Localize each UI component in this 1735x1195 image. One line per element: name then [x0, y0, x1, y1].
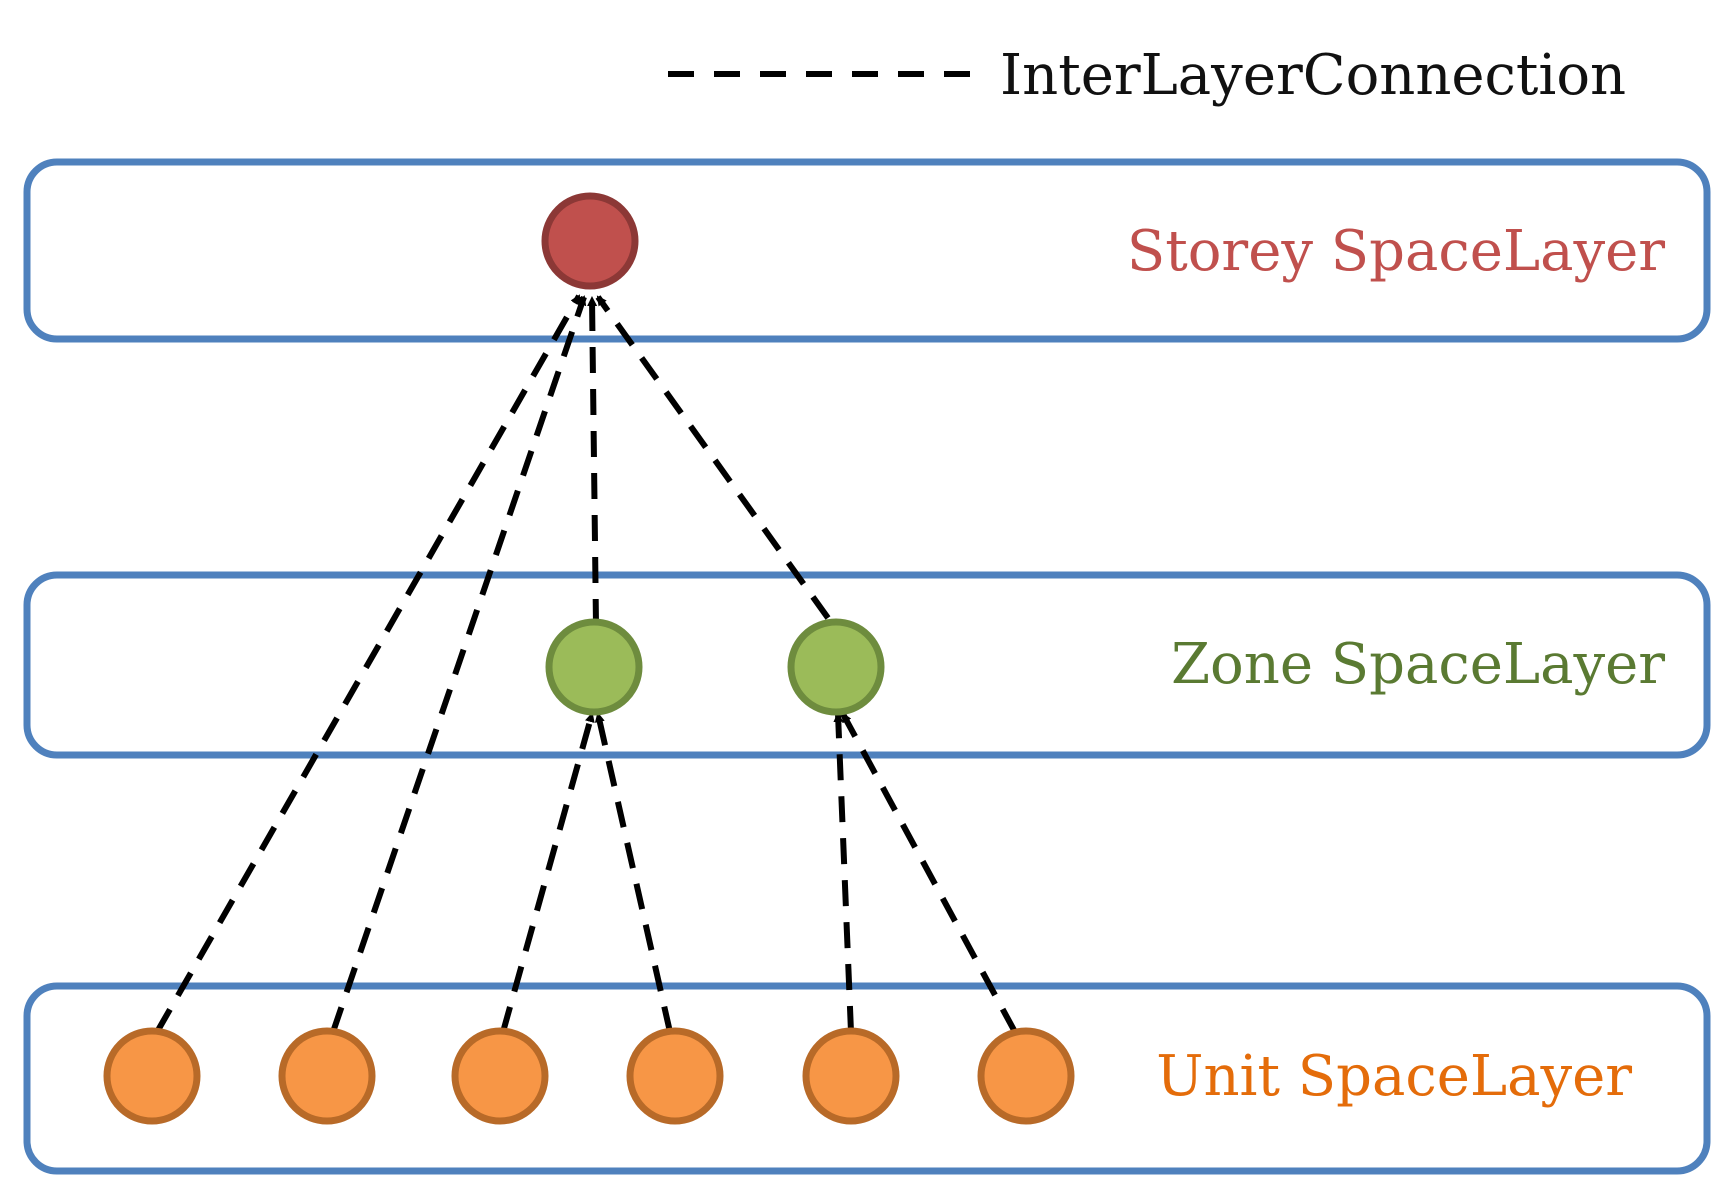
unit-node-5: [802, 1027, 900, 1125]
unit-node-6: [977, 1027, 1075, 1125]
storey-layer-frame: [23, 158, 1711, 343]
unit-layer-frame: [23, 982, 1711, 1175]
unit-node-1: [103, 1027, 201, 1125]
connection-zone1-storey: [587, 296, 599, 626]
unit-node-3: [451, 1027, 549, 1125]
interlayer-connections: [154, 294, 1018, 1034]
connection-unit1-storey: [154, 294, 582, 1034]
connection-unit5-zone2: [833, 712, 854, 1033]
zone-layer-label: Zone SpaceLayer: [1171, 632, 1665, 697]
zone-node-2: [787, 618, 885, 716]
connection-unit3-zone1: [500, 712, 595, 1033]
unit-layer-label: Unit SpaceLayer: [1156, 1044, 1632, 1109]
unit-node-2: [278, 1027, 376, 1125]
connection-zone2-storey: [595, 295, 831, 620]
legend: InterLayerConnection: [668, 43, 1626, 108]
connection-unit4-zone1: [594, 712, 673, 1033]
storey-node: [541, 192, 639, 290]
zone-node-1: [545, 618, 643, 716]
legend-label: InterLayerConnection: [1000, 43, 1626, 108]
connection-unit6-zone2: [840, 712, 1018, 1034]
connection-unit2-storey: [330, 295, 587, 1033]
unit-node-4: [626, 1027, 724, 1125]
storey-layer-label: Storey SpaceLayer: [1127, 219, 1665, 284]
